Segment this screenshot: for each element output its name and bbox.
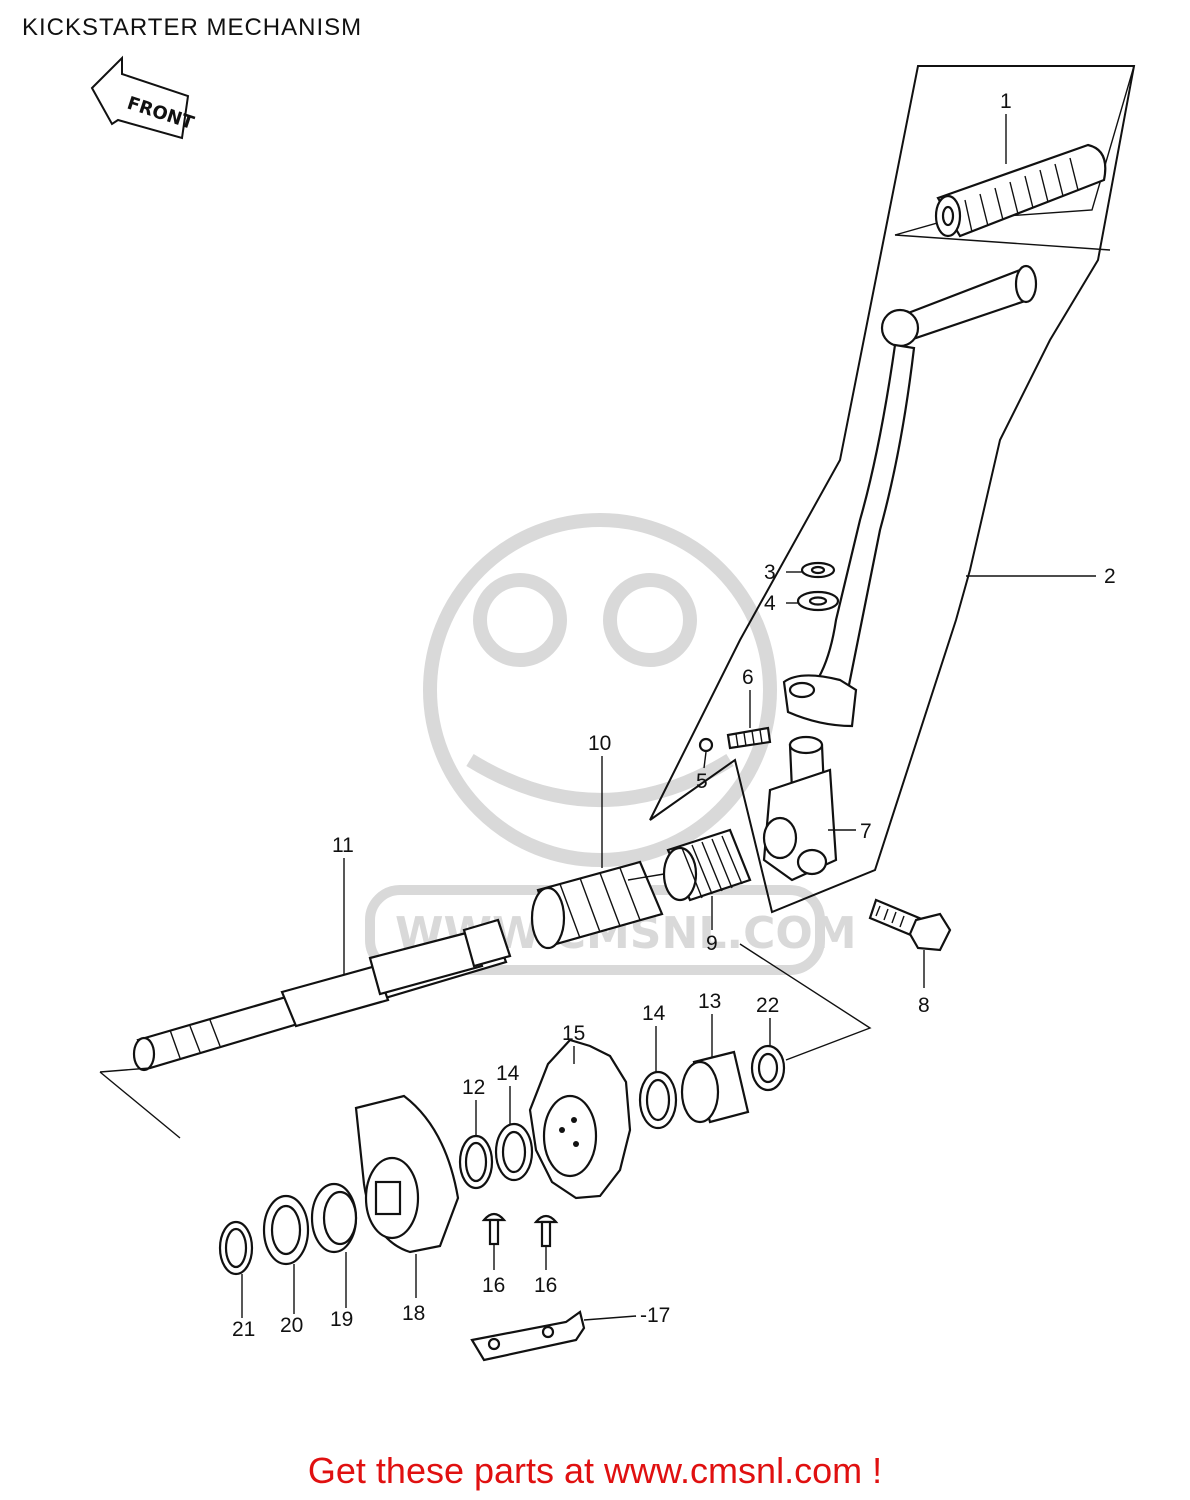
ratchet-part [354,1094,460,1254]
callout-18: 18 [402,1302,425,1325]
washer-14a-part [494,1122,534,1182]
pivot-block-part [762,735,838,882]
shaft-assembly-line [99,1067,151,1073]
leader-lines [241,114,1096,1321]
callout-2: 2 [1104,565,1116,588]
kick-shaft-part [132,918,512,1072]
callout-9: 9 [706,932,718,955]
callout-14a: 14 [496,1062,520,1085]
callout-19: 19 [330,1308,353,1331]
callout-6: 6 [742,666,754,689]
get-parts-link[interactable]: Get these parts at www.cmsnl.com ! [307,1450,883,1491]
callout-labels: 1 2 3 4 5 6 7 8 9 10 11 12 13 14 14 15 1… [232,90,1116,1341]
washer-20-part [262,1194,310,1266]
washer-14b-part [638,1070,678,1130]
collar-part [680,1050,750,1124]
washer-3-part [800,561,836,579]
lever-group-outline [649,65,1136,914]
circlip-21-part [218,1220,254,1276]
callout-17: -17 [640,1304,670,1327]
callout-7: 7 [860,820,872,843]
page-title: KICKSTARTER MECHANISM [22,14,363,41]
circlip-22-part [750,1044,786,1092]
spring-guide-part [530,860,664,950]
screw-16a-part [481,1212,507,1246]
kick-rubber-part [934,143,1107,238]
front-label: FRONT [124,93,197,134]
front-arrow-icon: FRONT [90,55,197,140]
callout-16b: 16 [534,1274,557,1297]
callout-12: 12 [462,1076,485,1099]
kick-gear-part [528,1038,632,1200]
washer-4-part [796,590,840,612]
callout-1: 1 [1000,90,1012,113]
guide-plate-part [470,1310,586,1362]
callout-13: 13 [698,990,721,1013]
spring-19-part [310,1182,358,1254]
screw-16b-part [533,1214,559,1248]
callout-20: 20 [280,1314,303,1337]
steel-ball-part [698,737,714,753]
callout-3: 3 [764,561,776,584]
callout-15: 15 [562,1022,585,1045]
shaft-assembly-line [739,943,872,1061]
callout-22: 22 [756,994,779,1017]
kick-lever-part [782,264,1038,728]
callout-14b: 14 [642,1002,666,1025]
callout-4: 4 [764,592,776,615]
callout-8: 8 [918,994,930,1017]
callout-21: 21 [232,1318,255,1341]
callout-5: 5 [696,770,708,793]
callout-11: 11 [332,834,354,857]
callout-16a: 16 [482,1274,505,1297]
callout-10: 10 [588,732,611,755]
small-spring-part [726,726,772,750]
bolt-part [868,898,952,952]
circlip-12-part [458,1134,494,1190]
shaft-assembly-line [99,1071,181,1139]
